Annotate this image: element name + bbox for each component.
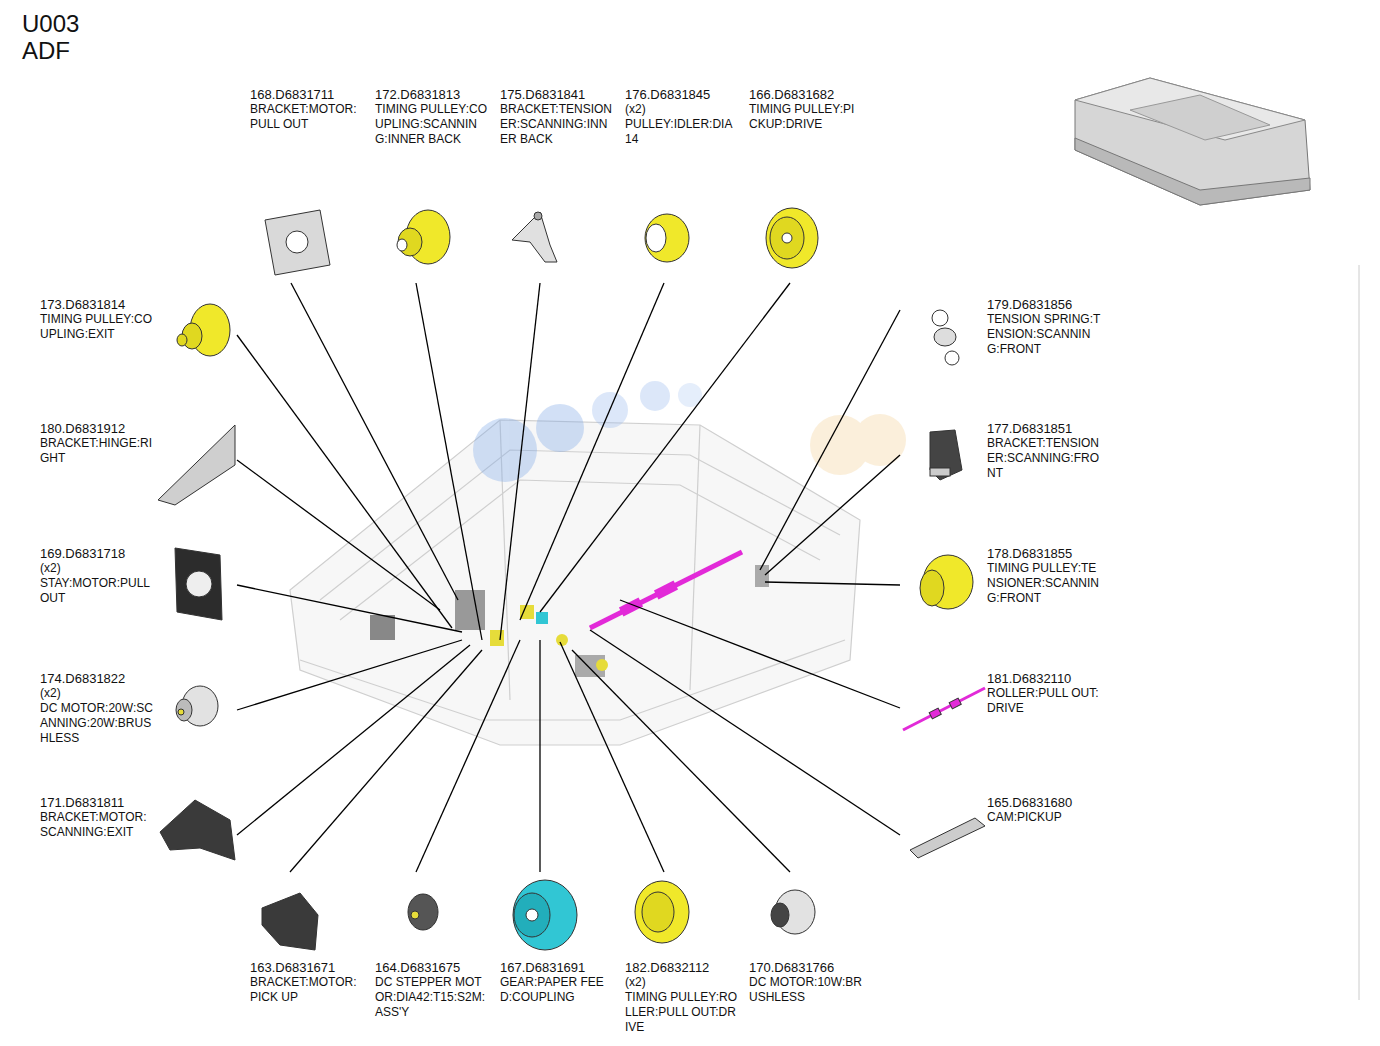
part-name: DC STEPPER MOTOR:DIA42:T15:S2M:ASS'Y xyxy=(375,975,489,1020)
part-callout: 163.D6831671BRACKET:MOTOR:PICK UP xyxy=(250,960,364,1005)
part-number: 168.D6831711 xyxy=(250,87,364,102)
part-number: 176.D6831845 xyxy=(625,87,739,102)
part-name: TIMING PULLEY:TENSIONER:SCANNING:FRONT xyxy=(987,561,1101,606)
part-number: 182.D6832112 xyxy=(625,960,739,975)
part-name: BRACKET:TENSIONER:SCANNING:INNER BACK xyxy=(500,102,614,147)
part-name: DC MOTOR:10W:BRUSHLESS xyxy=(749,975,863,1005)
watermark-dots xyxy=(473,381,906,482)
part-name: BRACKET:HINGE:RIGHT xyxy=(40,436,154,466)
part-name: (x2) xyxy=(625,975,739,990)
part-name: DC MOTOR:20W:SCANNING:20W:BRUSHLESS xyxy=(40,701,154,746)
part-name: TIMING PULLEY:PICKUP:DRIVE xyxy=(749,102,863,132)
part-name: GEAR:PAPER FEED:COUPLING xyxy=(500,975,614,1005)
part-number: 170.D6831766 xyxy=(749,960,863,975)
part-number: 165.D6831680 xyxy=(987,795,1101,810)
part-name: BRACKET:MOTOR:PICK UP xyxy=(250,975,364,1005)
part-name: PULLEY:IDLER:DIA14 xyxy=(625,117,739,147)
part-callout: 169.D6831718(x2)STAY:MOTOR:PULL OUT xyxy=(40,546,154,606)
part-callout: 168.D6831711BRACKET:MOTOR:PULL OUT xyxy=(250,87,364,132)
page-title: U003 ADF xyxy=(22,10,94,64)
part-name: BRACKET:MOTOR:PULL OUT xyxy=(250,102,364,132)
part-number: 171.D6831811 xyxy=(40,795,154,810)
part-callout: 174.D6831822(x2)DC MOTOR:20W:SCANNING:20… xyxy=(40,671,154,746)
leader-lines xyxy=(237,283,900,872)
part-callout: 165.D6831680CAM:PICKUP xyxy=(987,795,1101,825)
part-callout: 175.D6831841BRACKET:TENSIONER:SCANNING:I… xyxy=(500,87,614,147)
part-name: TIMING PULLEY:ROLLER:PULL OUT:DRIVE xyxy=(625,990,739,1035)
part-name: BRACKET:MOTOR:SCANNING:EXIT xyxy=(40,810,154,840)
part-callout: 177.D6831851BRACKET:TENSIONER:SCANNING:F… xyxy=(987,421,1101,481)
part-number: 172.D6831813 xyxy=(375,87,489,102)
part-callout: 182.D6832112(x2)TIMING PULLEY:ROLLER:PUL… xyxy=(625,960,739,1035)
part-name: BRACKET:TENSIONER:SCANNING:FRONT xyxy=(987,436,1101,481)
part-number: 163.D6831671 xyxy=(250,960,364,975)
part-icons xyxy=(158,208,985,950)
part-callout: 173.D6831814TIMING PULLEY:COUPLING:EXIT xyxy=(40,297,154,342)
part-number: 180.D6831912 xyxy=(40,421,154,436)
part-name: (x2) xyxy=(40,561,154,576)
part-name: CAM:PICKUP xyxy=(987,810,1101,825)
part-callout: 176.D6831845(x2)PULLEY:IDLER:DIA14 xyxy=(625,87,739,147)
part-callout: 167.D6831691GEAR:PAPER FEED:COUPLING xyxy=(500,960,614,1005)
part-name: STAY:MOTOR:PULL OUT xyxy=(40,576,154,606)
part-number: 174.D6831822 xyxy=(40,671,154,686)
part-callout: 164.D6831675DC STEPPER MOTOR:DIA42:T15:S… xyxy=(375,960,489,1020)
part-number: 177.D6831851 xyxy=(987,421,1101,436)
part-name: TIMING PULLEY:COUPLING:EXIT xyxy=(40,312,154,342)
part-number: 179.D6831856 xyxy=(987,297,1101,312)
part-callout: 172.D6831813TIMING PULLEY:COUPLING:SCANN… xyxy=(375,87,489,147)
part-callout: 171.D6831811BRACKET:MOTOR:SCANNING:EXIT xyxy=(40,795,154,840)
part-number: 164.D6831675 xyxy=(375,960,489,975)
part-number: 167.D6831691 xyxy=(500,960,614,975)
part-name: (x2) xyxy=(40,686,154,701)
part-callout: 170.D6831766DC MOTOR:10W:BRUSHLESS xyxy=(749,960,863,1005)
part-callout: 166.D6831682TIMING PULLEY:PICKUP:DRIVE xyxy=(749,87,863,132)
adf-thumbnail xyxy=(1075,78,1310,205)
part-number: 166.D6831682 xyxy=(749,87,863,102)
part-callout: 180.D6831912BRACKET:HINGE:RIGHT xyxy=(40,421,154,466)
part-name: ROLLER:PULL OUT:DRIVE xyxy=(987,686,1101,716)
part-number: 175.D6831841 xyxy=(500,87,614,102)
part-number: 178.D6831855 xyxy=(987,546,1101,561)
part-number: 173.D6831814 xyxy=(40,297,154,312)
part-name: TENSION SPRING:TENSION:SCANNING:FRONT xyxy=(987,312,1101,357)
part-number: 169.D6831718 xyxy=(40,546,154,561)
part-callout: 179.D6831856TENSION SPRING:TENSION:SCANN… xyxy=(987,297,1101,357)
part-number: 181.D6832110 xyxy=(987,671,1101,686)
part-callout: 181.D6832110ROLLER:PULL OUT:DRIVE xyxy=(987,671,1101,716)
part-callout: 178.D6831855TIMING PULLEY:TENSIONER:SCAN… xyxy=(987,546,1101,606)
part-name: TIMING PULLEY:COUPLING:SCANNING:INNER BA… xyxy=(375,102,489,147)
part-name: (x2) xyxy=(625,102,739,117)
parts-cluster xyxy=(370,552,769,677)
